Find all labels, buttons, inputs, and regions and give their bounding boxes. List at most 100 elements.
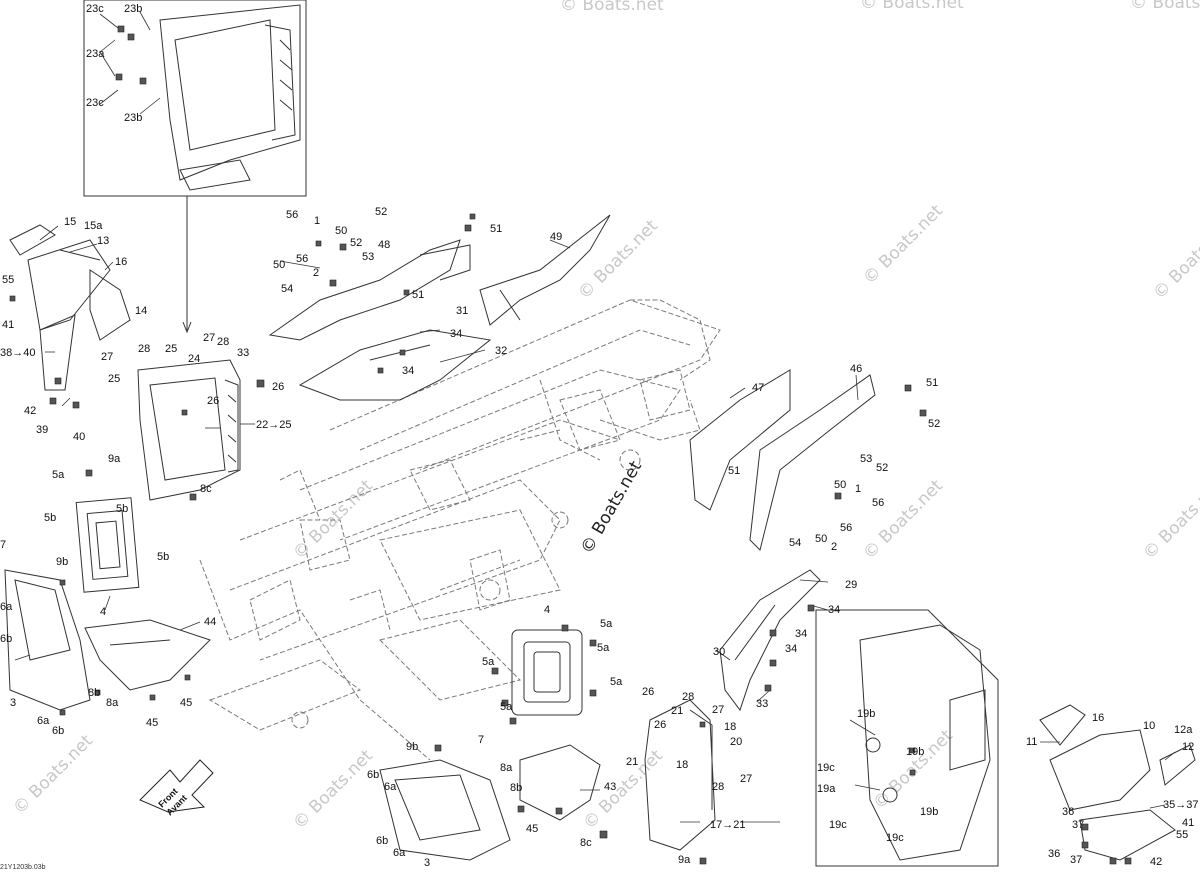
callout-label: 12 [1182, 741, 1194, 753]
watermark-text: © Boats.net [1139, 476, 1200, 564]
callout-label: 5a [500, 701, 513, 713]
hardware-parts [9, 25, 1132, 865]
callout-label: 6a [384, 781, 397, 793]
callout-label: 5a [597, 642, 610, 654]
callout-label: 18 [724, 721, 736, 733]
callout-label: 55 [1176, 829, 1188, 841]
callout-label: 1 [314, 215, 320, 227]
callout-label: 9a [678, 854, 691, 866]
watermark-text: © Boats.net [560, 0, 664, 15]
callout-label: 6b [376, 835, 388, 847]
callout-label: 21 [626, 756, 638, 768]
callout-label: 25 [108, 373, 120, 385]
callout-label: 8a [106, 697, 119, 709]
callout-label: 23b [124, 112, 142, 124]
callout-label: 10 [1143, 720, 1155, 732]
callout-label: 52 [928, 418, 940, 430]
callout-label: 48 [378, 239, 390, 251]
callout-label: 6a [37, 715, 50, 727]
callout-label: 34 [450, 328, 462, 340]
callout-label: 53 [860, 453, 872, 465]
callout-label: 2 [831, 541, 837, 553]
callout-label: 13 [97, 235, 109, 247]
callout-label: 5a [600, 618, 613, 630]
callout-label: 16 [1092, 712, 1104, 724]
chassis-frame-drawing [199, 299, 721, 761]
callout-label: 34 [795, 628, 807, 640]
callout-label: 34 [402, 365, 414, 377]
callout-label: 14 [135, 305, 147, 317]
callout-label: 51 [490, 223, 502, 235]
watermark-text-center: © Boats.net [577, 457, 646, 557]
callout-label: 6a [0, 601, 13, 613]
callout-label: 8a [500, 762, 513, 774]
callout-label: 5a [52, 469, 65, 481]
callout-label: 3 [10, 697, 16, 709]
callout-label: 37 [1072, 819, 1084, 831]
callout-label: 3 [424, 857, 430, 869]
callout-label: 5a [482, 656, 495, 668]
watermark-text: © Boats.net [1130, 0, 1200, 13]
watermark-text: © Boats.net [289, 746, 377, 834]
callout-label: 27 [203, 332, 215, 344]
callout-label: 25 [165, 343, 177, 355]
callout-label: 6b [367, 769, 379, 781]
callout-label: 5a [610, 676, 623, 688]
callout-label: 44 [204, 616, 216, 628]
callout-label: 17→21 [710, 819, 745, 831]
callout-label: 6a [393, 847, 406, 859]
callout-labels: 23c 23b 23a 23c 23b 15 15a 13 16 14 55 4… [0, 3, 1198, 869]
callout-label: 31 [456, 305, 468, 317]
parts-line-art [4, 4, 1196, 861]
callout-label: 45 [180, 697, 192, 709]
callout-label: 9a [108, 453, 121, 465]
callout-label: 34 [785, 643, 797, 655]
callout-label: 50 [815, 533, 827, 545]
callout-label: 34 [828, 604, 840, 616]
callout-label: 19b [906, 746, 924, 758]
callout-label: 53 [362, 251, 374, 263]
callout-label: 52 [876, 462, 888, 474]
callout-label: 55 [2, 274, 14, 286]
watermark-text: © Boats.net [859, 476, 947, 564]
callout-label: 50 [335, 225, 347, 237]
callout-label: 19a [817, 783, 836, 795]
callout-label: 9b [56, 556, 68, 568]
watermark-text: © Boats.net [574, 216, 662, 304]
callout-label: 6b [0, 633, 12, 645]
callout-label: 27 [101, 351, 113, 363]
callout-label: 56 [286, 209, 298, 221]
callout-label: 50 [834, 479, 846, 491]
inset-frames [83, 0, 999, 867]
callout-label: 8c [200, 483, 212, 495]
callout-label: 4 [100, 606, 106, 618]
watermark-text: © Boats.net [869, 726, 957, 814]
callout-label: 7 [0, 539, 6, 551]
callout-label: 21 [671, 705, 683, 717]
callout-label: 29 [845, 579, 857, 591]
callout-label: 33 [237, 347, 249, 359]
callout-label: 30 [713, 646, 725, 658]
callout-label: 2 [313, 267, 319, 279]
watermark-text: © Boats.net [859, 201, 947, 289]
watermark-text: © Boats.net [1149, 216, 1200, 304]
callout-label: 22→25 [256, 419, 291, 431]
callout-label: 27 [712, 704, 724, 716]
callout-label: 45 [146, 717, 158, 729]
callout-label: 28 [712, 781, 724, 793]
callout-label: 26 [654, 719, 666, 731]
callout-label: 5b [116, 503, 128, 515]
callout-label: 19c [829, 819, 847, 831]
callout-label: 51 [412, 289, 424, 301]
callout-label: 9b [406, 741, 418, 753]
callout-label: 38→40 [0, 347, 35, 359]
callout-label: 49 [550, 231, 562, 243]
callout-label: 52 [350, 237, 362, 249]
callout-label: 50 [273, 259, 285, 271]
callout-label: 19b [920, 806, 938, 818]
leader-lines [14, 11, 1176, 823]
callout-label: 15a [84, 220, 103, 232]
callout-label: 51 [728, 465, 740, 477]
